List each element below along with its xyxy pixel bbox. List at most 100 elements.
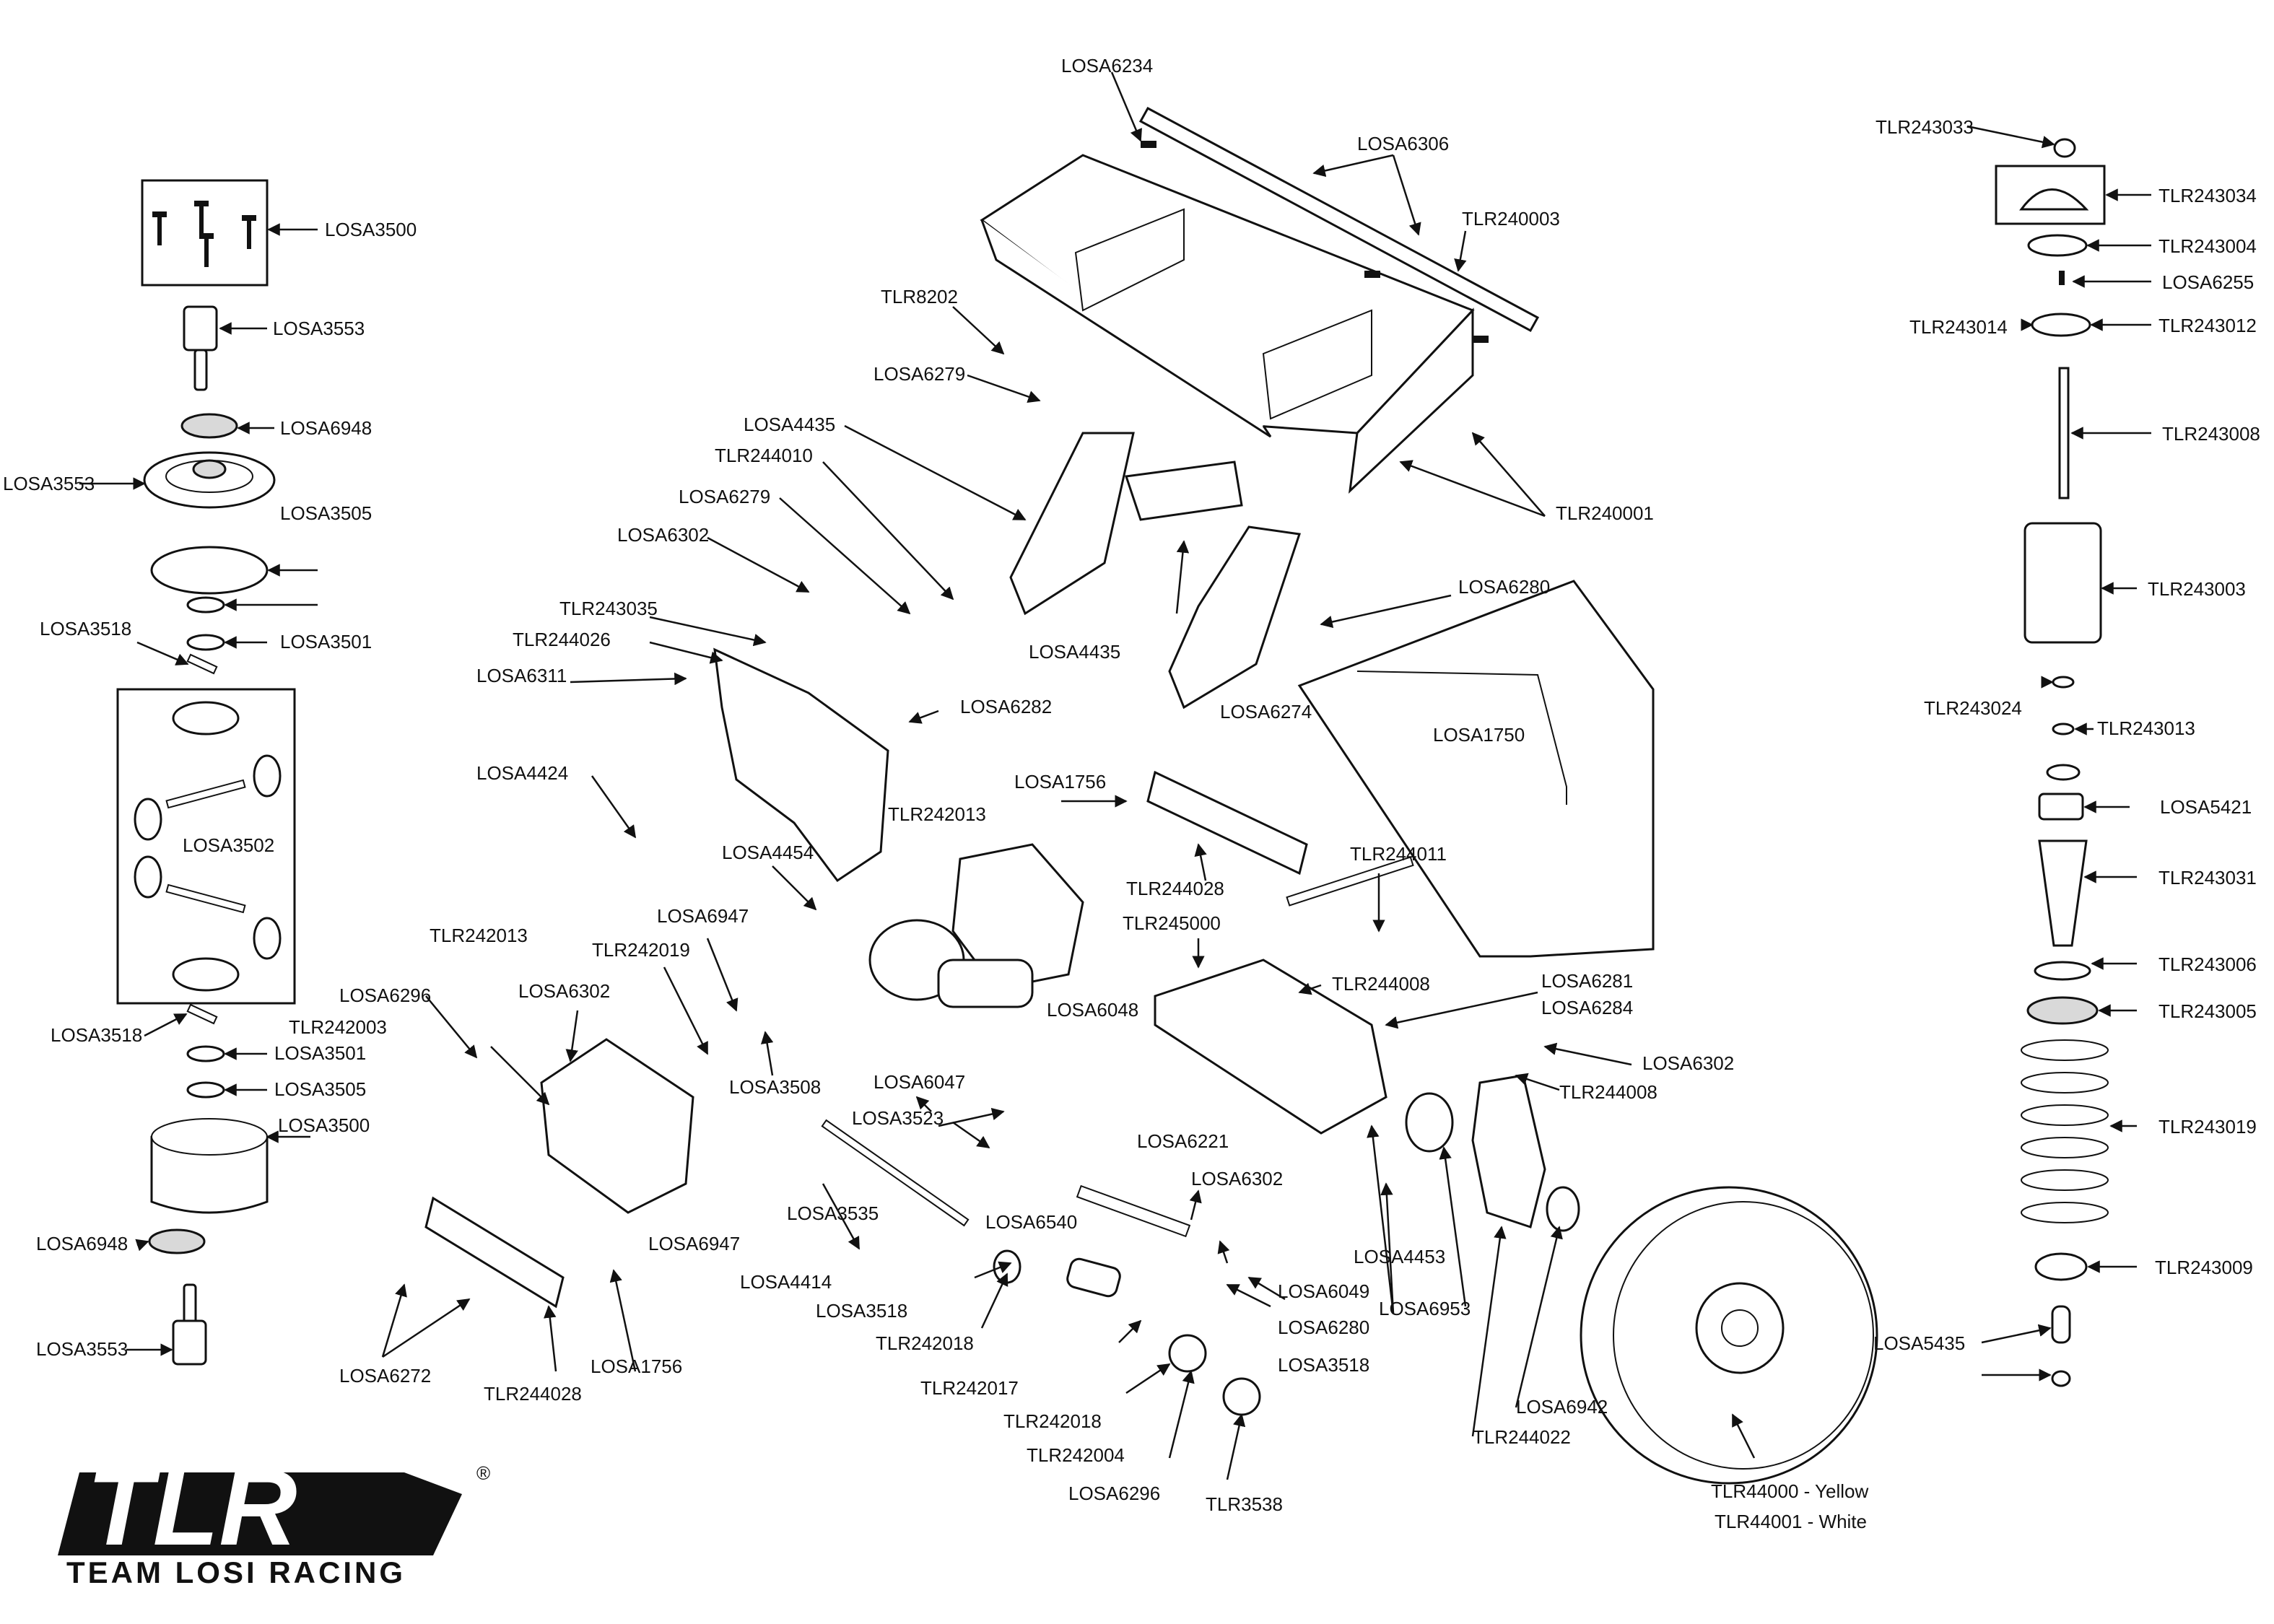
collar (2026, 996, 2099, 1025)
part-label: TLR243012 (2158, 315, 2257, 336)
upright (1471, 1074, 1546, 1228)
part-label: TLR243005 (2158, 1000, 2257, 1022)
diff-case (150, 1118, 269, 1214)
part-label: TLR243033 (1876, 116, 1974, 138)
part-label: LOSA6279 (874, 363, 965, 385)
part-label: LOSA6302 (1642, 1052, 1734, 1074)
tlr-logo: TLR ® TEAM LOSI RACING (58, 1446, 490, 1589)
part-label: LOSA6049 (1278, 1280, 1369, 1302)
part-label: LOSA3501 (274, 1042, 366, 1064)
leader-lines (79, 71, 2151, 1480)
screws-group (152, 201, 256, 267)
part-label: LOSA6947 (657, 905, 749, 927)
spider-gears (134, 701, 282, 992)
part-label: LOSA6302 (518, 980, 610, 1002)
sway-bar (1356, 671, 1567, 805)
part-label: LOSA6540 (985, 1211, 1077, 1233)
collar-ring (2034, 961, 2091, 981)
part-label: LOSA6296 (339, 985, 431, 1006)
part-label: LOSA3518 (1278, 1354, 1369, 1376)
diff-column-left (116, 179, 296, 1366)
part-label: TLR3538 (1206, 1493, 1283, 1515)
part-label: TLR244010 (715, 445, 813, 466)
outdrive-cup-top (183, 305, 218, 391)
part-label: LOSA3518 (816, 1300, 907, 1322)
wing-mount (1125, 460, 1243, 521)
spring (2021, 1039, 2109, 1223)
part-label: LOSA6302 (1191, 1168, 1283, 1189)
part-label: LOSA6255 (2162, 271, 2254, 293)
part-label: TLR243019 (2158, 1116, 2257, 1138)
part-label: LOSA5435 (1873, 1332, 1965, 1354)
part-label: TLR242018 (876, 1332, 974, 1354)
part-label: LOSA4454 (722, 842, 814, 863)
part-label: TLR242004 (1027, 1444, 1125, 1466)
wing-assembly (980, 106, 1540, 494)
wing-screw-1 (1141, 141, 1156, 148)
part-label: TLR245000 (1123, 912, 1221, 934)
part-label: LOSA6306 (1357, 133, 1449, 154)
hub-nut (1168, 1334, 1207, 1373)
part-label: TLR243034 (2158, 185, 2257, 206)
part-label: LOSA1750 (1433, 724, 1525, 746)
o-ring-2 (2052, 722, 2075, 735)
part-label: LOSA6296 (1068, 1483, 1160, 1504)
gear-set-box (116, 688, 296, 1005)
part-label: TLR243004 (2158, 235, 2257, 257)
part-label: LOSA3505 (280, 502, 372, 524)
bearing-top (180, 413, 238, 439)
part-label: LOSA6234 (1061, 55, 1153, 77)
part-label: TLR242003 (289, 1016, 387, 1038)
part-label: LOSA6284 (1541, 997, 1633, 1018)
wing-screw-3 (1473, 336, 1489, 343)
part-label: TLR243031 (2158, 867, 2257, 889)
o-ring-3 (2046, 764, 2081, 781)
rear-shock-tower (713, 647, 889, 883)
part-label: LOSA6948 (280, 417, 372, 439)
bearing-bottom (148, 1228, 206, 1254)
part-label: LOSA1756 (591, 1355, 682, 1377)
part-label: TLR244008 (1332, 973, 1430, 995)
part-label: LOSA4414 (740, 1271, 832, 1293)
part-labels: LOSA6234 LOSA6306 TLR240003 TLR8202 LOSA… (3, 55, 2260, 1532)
part-label: TLR243014 (1909, 316, 2008, 338)
shock-column-right (1995, 138, 2109, 1387)
shim-1 (186, 596, 225, 614)
shock-cap (2019, 188, 2089, 211)
part-label: TLR243008 (2162, 423, 2260, 445)
part-label: LOSA6942 (1516, 1396, 1608, 1418)
shock-pivot-ball (2051, 1370, 2071, 1387)
center-assembly (424, 432, 1878, 1485)
part-label: LOSA6048 (1047, 999, 1138, 1021)
part-label: LOSA6279 (679, 486, 770, 507)
part-label: LOSA1756 (1014, 771, 1106, 793)
wing-screw-2 (1364, 271, 1380, 278)
piston (2031, 313, 2091, 337)
part-label: LOSA3518 (51, 1024, 142, 1046)
part-label: TLR243009 (2155, 1257, 2253, 1278)
part-label: LOSA4435 (1029, 641, 1120, 663)
driveshaft (821, 1119, 970, 1227)
spring-cup (2038, 793, 2084, 821)
registered-mark: ® (476, 1462, 490, 1484)
part-label: LOSA6047 (874, 1071, 965, 1093)
part-label: LOSA3553 (36, 1338, 128, 1360)
part-label: LOSA3523 (852, 1107, 944, 1129)
shock-shaft (2058, 367, 2070, 499)
part-label: LOSA6221 (1137, 1130, 1229, 1152)
outdrive-rear (993, 1249, 1121, 1298)
shock-boot (2038, 839, 2088, 947)
logo-mark: TLR (87, 1446, 297, 1568)
part-label: LOSA6311 (476, 665, 567, 686)
part-label: TLR242018 (1003, 1410, 1102, 1432)
rear-arm (1154, 959, 1388, 1135)
shock-cap-box (1995, 165, 2106, 225)
part-label: TLR244026 (513, 629, 611, 650)
part-label: LOSA6280 (1458, 576, 1550, 598)
part-label: LOSA6282 (960, 696, 1052, 717)
part-label: LOSA6280 (1278, 1317, 1369, 1338)
gearbox-rear (951, 843, 1084, 990)
part-label: TLR243035 (559, 598, 658, 619)
part-label: TLR244028 (1126, 878, 1224, 899)
